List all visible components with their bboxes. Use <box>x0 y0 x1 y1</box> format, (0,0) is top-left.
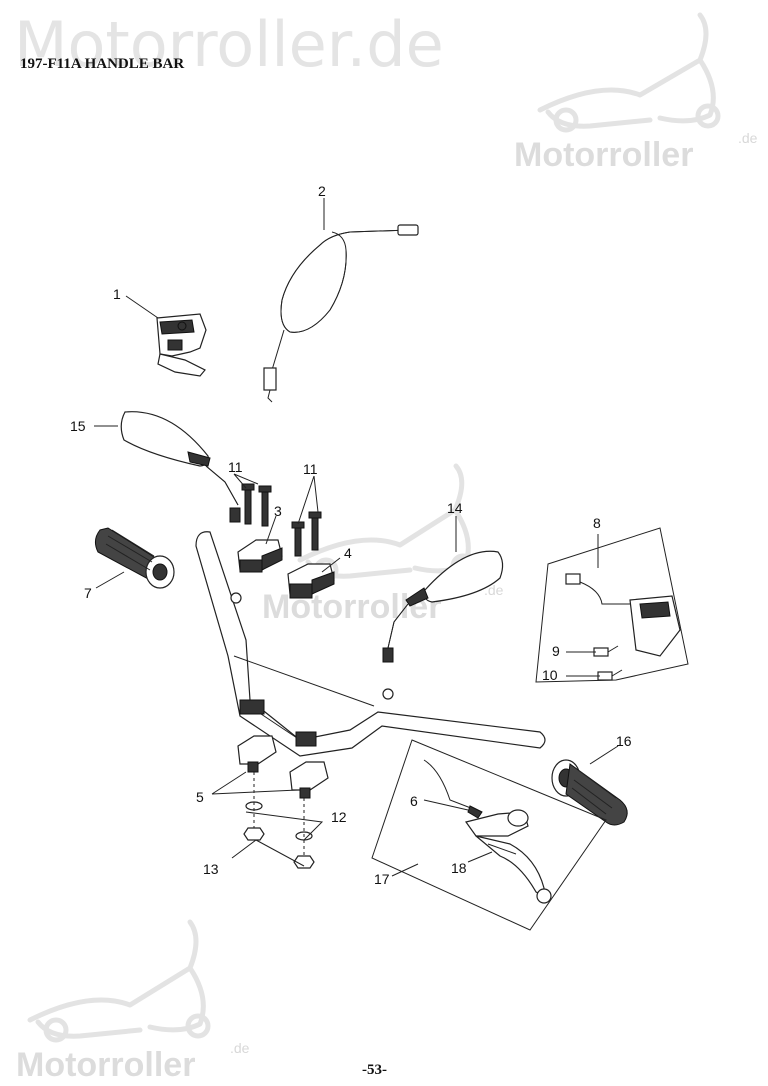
callout-16: 16 <box>616 733 632 749</box>
page-title: 197-F11A HANDLE BAR <box>20 56 185 72</box>
right-grip <box>551 759 628 826</box>
watermark-logo-suffix: .de <box>738 130 758 146</box>
watermark-logo-text: Motorroller <box>16 1046 196 1084</box>
leader-lines <box>94 198 619 877</box>
brake-lever-box <box>371 739 607 931</box>
callout-11-right: 11 <box>303 461 318 477</box>
callout-2: 2 <box>318 183 326 199</box>
scooter-logo-icon <box>297 463 476 583</box>
page-number: -53- <box>362 1062 387 1078</box>
handle-bar-tube <box>195 531 546 757</box>
callout-11-left: 11 <box>228 459 243 475</box>
callout-12: 12 <box>331 809 347 825</box>
callout-15: 15 <box>70 418 86 434</box>
callout-17: 17 <box>374 871 390 887</box>
upper-holder <box>237 539 283 573</box>
watermark-logo-text: Motorroller <box>514 136 694 174</box>
callout-10: 10 <box>542 667 558 683</box>
callout-1: 1 <box>113 286 121 302</box>
scooter-logo-icon <box>537 12 721 133</box>
lower-holder <box>237 735 277 773</box>
watermark-main-text: Motorroller.de <box>14 8 444 81</box>
nut <box>293 855 315 869</box>
scooter-logo-icon <box>27 919 211 1043</box>
bolt <box>241 483 255 525</box>
throttle-cable <box>263 224 419 403</box>
callout-13: 13 <box>203 861 219 877</box>
callout-4: 4 <box>344 545 352 561</box>
bolt <box>308 511 322 551</box>
bolt <box>291 521 305 557</box>
callout-6: 6 <box>410 793 418 809</box>
callout-labels: 1 2 3 4 5 6 7 8 9 10 11 11 12 13 14 15 1… <box>70 183 632 887</box>
left-mirror <box>120 411 241 523</box>
callout-3: 3 <box>274 503 282 519</box>
throttle-housing <box>156 313 207 377</box>
lower-holder <box>289 761 329 799</box>
left-grip <box>94 527 175 589</box>
nut <box>243 827 265 841</box>
callout-5: 5 <box>196 789 204 805</box>
bolt <box>258 485 272 527</box>
upper-holder <box>287 563 335 599</box>
callout-7: 7 <box>84 585 92 601</box>
right-switch-box <box>535 527 689 683</box>
callout-8: 8 <box>593 515 601 531</box>
callout-14: 14 <box>447 500 463 516</box>
callout-18: 18 <box>451 860 467 876</box>
right-mirror <box>382 550 504 663</box>
callout-9: 9 <box>552 643 560 659</box>
watermark-logo-suffix: .de <box>230 1040 250 1056</box>
